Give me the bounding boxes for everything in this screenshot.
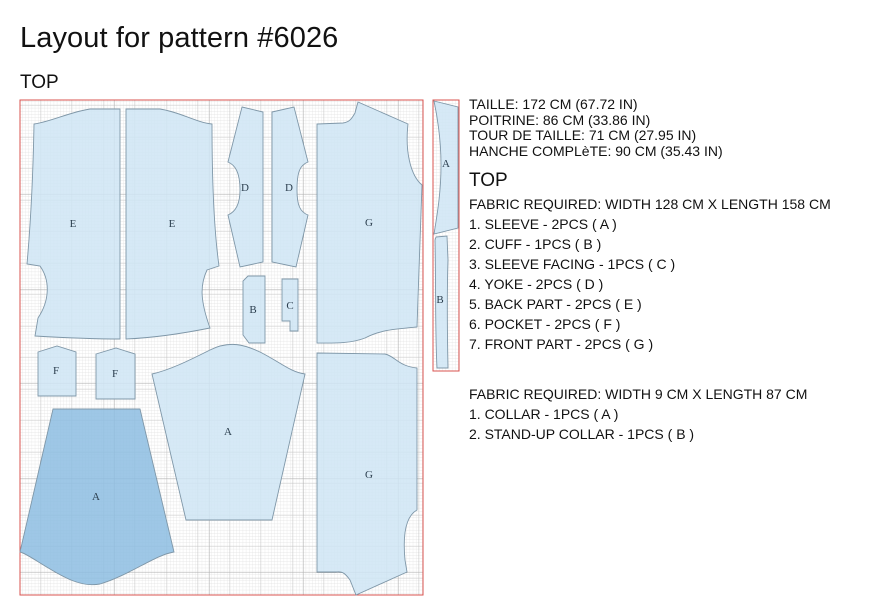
page-title: Layout for pattern #6026: [20, 22, 339, 54]
label-f-2: F: [112, 368, 118, 380]
label-e-1: E: [70, 218, 77, 230]
piece-front-part-g-1[interactable]: [316, 101, 423, 344]
info-panel: TAILLE: 172 CM (67.72 IN) POITRINE: 86 C…: [469, 96, 831, 442]
fabric-layout-small: A B: [432, 99, 460, 372]
piece-yoke-d-2[interactable]: [271, 106, 309, 268]
label-b: B: [249, 304, 256, 316]
piece-back-part-e-1[interactable]: [26, 108, 121, 340]
piece-pocket-f-2[interactable]: [95, 347, 136, 400]
label-e-2: E: [169, 218, 176, 230]
fabric-small-info: FABRIC REQUIRED: WIDTH 9 CM X LENGTH 87 …: [469, 384, 807, 444]
piece-collar-a[interactable]: [433, 100, 459, 235]
label-collar-a: A: [442, 158, 450, 170]
piece-sleeve-a-1-selected[interactable]: [19, 408, 175, 586]
info-section-title: TOP: [469, 170, 508, 191]
piece-list-item: 3. SLEEVE FACING - 1PCS ( C ): [469, 256, 676, 272]
measurement-taille: TAILLE: 172 CM (67.72 IN): [469, 96, 638, 112]
label-f-1: F: [53, 365, 59, 377]
label-g-2: G: [365, 469, 373, 481]
piece-sleeve-facing-c[interactable]: [281, 278, 299, 332]
piece-list-item: 2. STAND-UP COLLAR - 1PCS ( B ): [469, 426, 695, 442]
section-title: TOP: [20, 72, 59, 93]
label-g-1: G: [365, 217, 373, 229]
piece-list-item: 2. CUFF - 1PCS ( B ): [469, 236, 602, 252]
piece-pocket-f-1[interactable]: [37, 345, 77, 397]
piece-list-item: 4. YOKE - 2PCS ( D ): [469, 276, 604, 292]
piece-back-part-e-2[interactable]: [125, 108, 220, 340]
label-d-1: D: [241, 182, 249, 194]
piece-yoke-d-1[interactable]: [227, 106, 264, 268]
fabric-required: FABRIC REQUIRED: WIDTH 9 CM X LENGTH 87 …: [469, 386, 808, 402]
piece-sleeve-a-2[interactable]: [151, 343, 306, 521]
fabric-layout-main: E E D D G B C F F A A G: [19, 99, 424, 596]
piece-stand-up-collar-b[interactable]: [434, 235, 449, 369]
fabric-main-info: FABRIC REQUIRED: WIDTH 128 CM X LENGTH 1…: [469, 194, 831, 354]
piece-list-item: 7. FRONT PART - 2PCS ( G ): [469, 336, 654, 352]
measurements: TAILLE: 172 CM (67.72 IN) POITRINE: 86 C…: [469, 96, 831, 159]
measurement-tour-de-taille: TOUR DE TAILLE: 71 CM (27.95 IN): [469, 127, 697, 143]
label-c: C: [286, 300, 293, 312]
measurement-poitrine: POITRINE: 86 CM (33.86 IN): [469, 111, 651, 128]
piece-list-item: 6. POCKET - 2PCS ( F ): [469, 316, 621, 332]
piece-list-item: 5. BACK PART - 2PCS ( E ): [469, 296, 642, 312]
measurement-hanche: HANCHE COMPLèTE: 90 CM (35.43 IN): [469, 142, 723, 159]
piece-list-item: 1. COLLAR - 1PCS ( A ): [469, 406, 619, 422]
label-a-1: A: [92, 491, 100, 503]
piece-list-item: 1. SLEEVE - 2PCS ( A ): [469, 216, 617, 232]
fabric-required: FABRIC REQUIRED: WIDTH 128 CM X LENGTH 1…: [469, 196, 831, 212]
piece-front-part-g-2[interactable]: [316, 352, 418, 596]
piece-cuff-b[interactable]: [242, 275, 266, 344]
label-d-2: D: [285, 182, 293, 194]
label-collar-b: B: [436, 294, 443, 306]
label-a-2: A: [224, 426, 232, 438]
